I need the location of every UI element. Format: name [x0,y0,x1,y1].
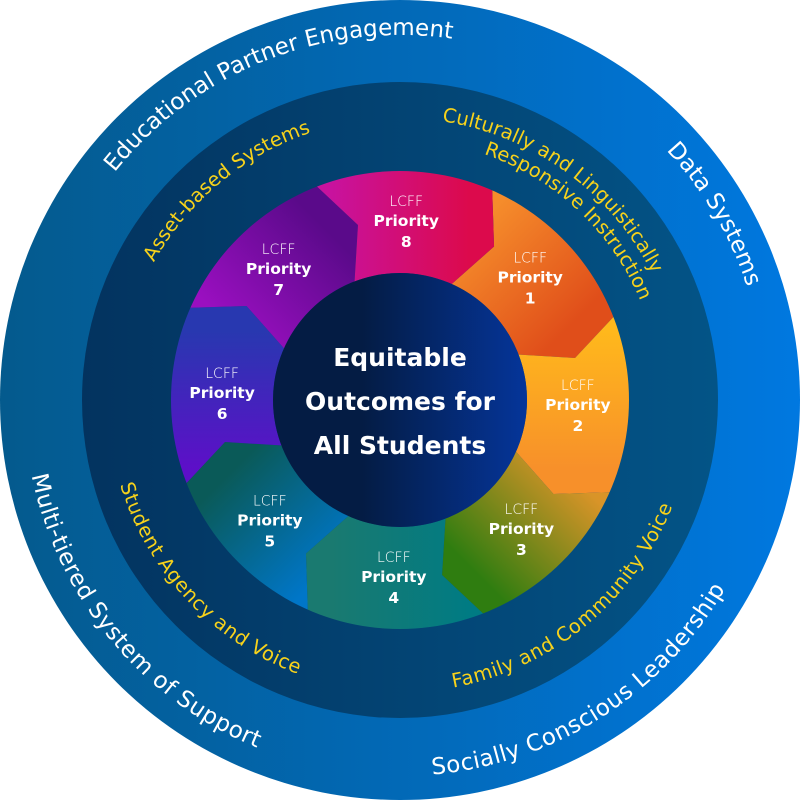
priority-1-number: 1 [525,290,536,308]
priority-6-label: Priority [189,384,254,402]
priority-3-label: Priority [489,520,554,538]
priority-7-prefix: LCFF [262,242,296,258]
priority-7-label: Priority [246,260,311,278]
priority-5-number: 5 [264,532,275,550]
priority-5-label: Priority [237,511,302,529]
center-title-line-1: Equitable [333,343,467,372]
priority-labels: LCFFPriority1LCFFPriority2LCFFPriority3L… [189,194,610,607]
priority-1-prefix: LCFF [513,251,547,267]
priority-segment-2 [510,308,629,495]
priority-8-label: Priority [373,212,438,230]
priority-7-number: 7 [273,281,284,299]
priority-8-prefix: LCFF [389,194,423,210]
center-title-line-3: All Students [314,431,486,460]
priority-2-label: Priority [545,396,610,414]
priority-6-number: 6 [217,405,228,423]
priority-1-label: Priority [497,269,562,287]
priority-4-prefix: LCFF [377,550,411,566]
priority-4-label: Priority [361,568,426,586]
priority-2-number: 2 [572,417,583,435]
priority-8-number: 8 [401,233,412,251]
center-title-line-2: Outcomes for [305,387,496,416]
priority-5-prefix: LCFF [253,493,287,509]
priority-3-number: 3 [516,541,527,559]
priority-3-prefix: LCFF [505,502,539,518]
center-circle [273,273,527,527]
priority-6-prefix: LCFF [205,366,239,382]
priority-4-number: 4 [388,589,399,607]
priority-segment-8 [308,171,495,290]
priority-segment-4 [305,510,492,629]
priority-segment-6 [170,305,290,492]
priority-2-prefix: LCFF [561,378,595,394]
